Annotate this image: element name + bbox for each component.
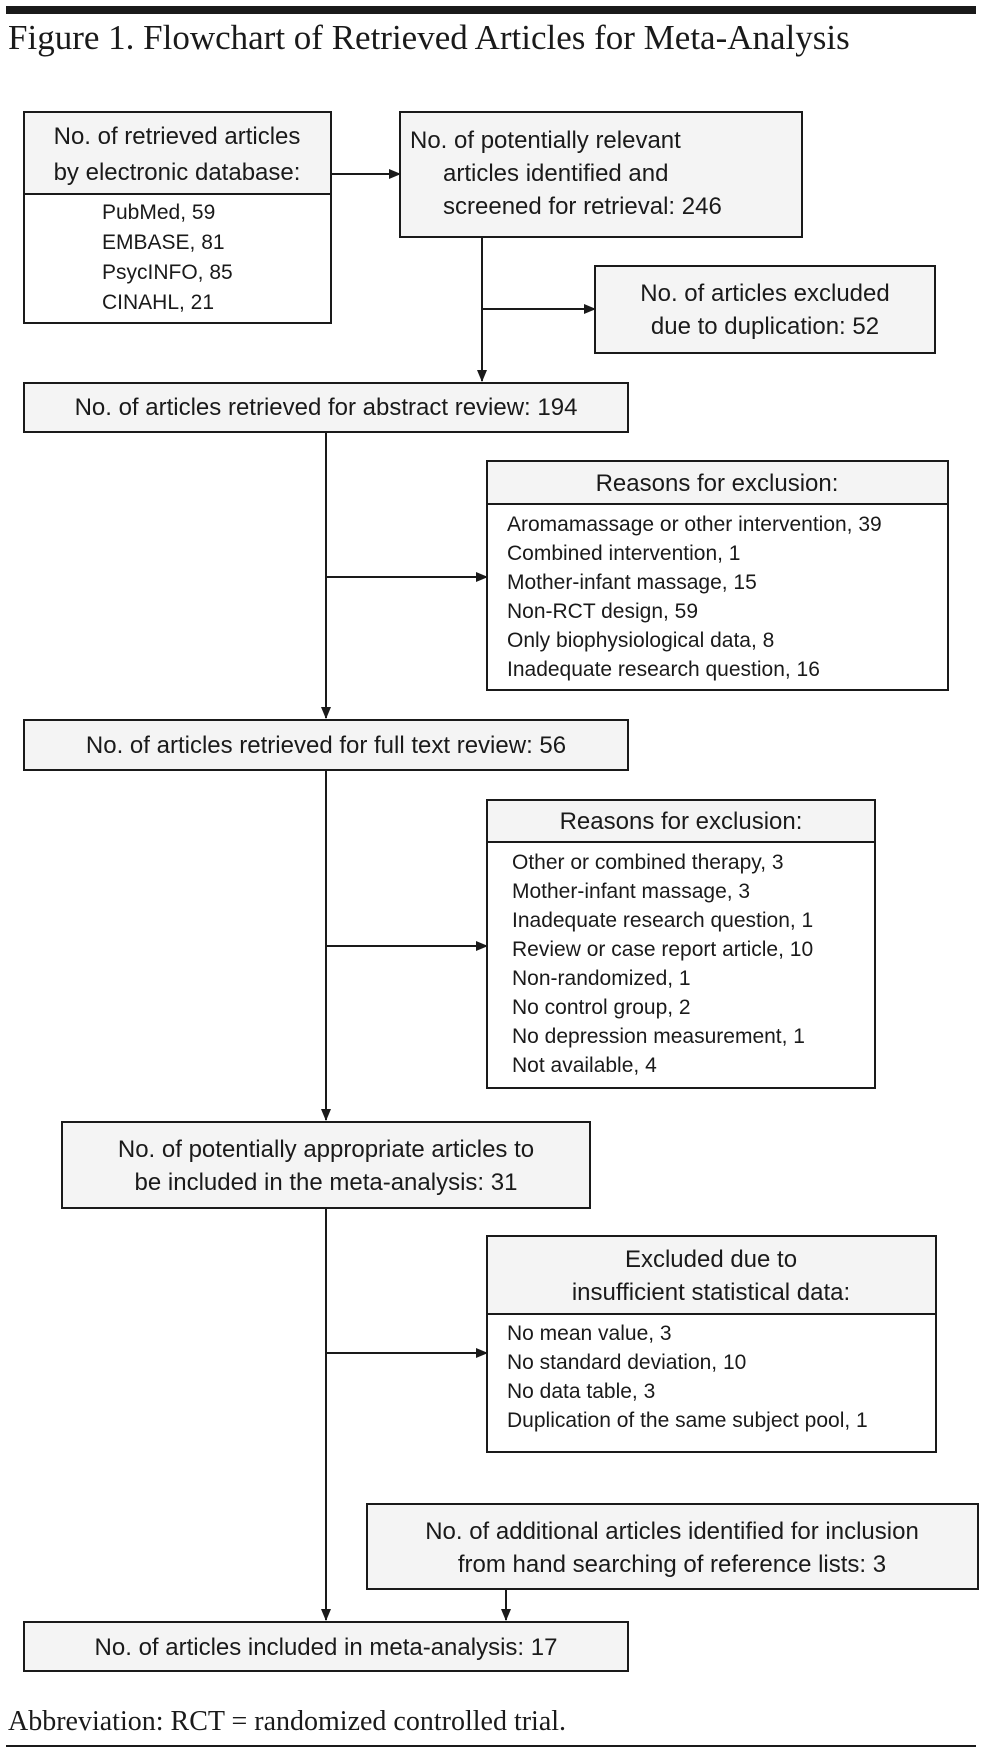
insufficient-item: No standard deviation, 10	[507, 1351, 746, 1374]
exclusion-1-item: Combined intervention, 1	[507, 542, 740, 565]
insufficient-item: No data table, 3	[507, 1380, 655, 1403]
exclusion-1-item: Non-RCT design, 59	[507, 600, 698, 623]
insufficient-data-box: Excluded due to insufficient statistical…	[486, 1235, 937, 1453]
exclusion-2-header: Reasons for exclusion:	[560, 808, 803, 835]
exclusion-2-item: Review or case report article, 10	[512, 938, 813, 961]
exclusion-2-item: Not available, 4	[512, 1054, 657, 1077]
exclusion-1-item: Mother-infant massage, 15	[507, 571, 757, 594]
retrieved-item-psycinfo: PsycINFO, 85	[102, 261, 233, 284]
exclusion-2-item: Inadequate research question, 1	[512, 909, 813, 932]
duplication-line-2: due to duplication: 52	[651, 313, 879, 340]
exclusion-1-box: Reasons for exclusion: Aromamassage or o…	[486, 460, 949, 691]
exclusion-2-item: No depression measurement, 1	[512, 1025, 805, 1048]
insufficient-header-line-2: insufficient statistical data:	[572, 1279, 850, 1306]
insufficient-item: Duplication of the same subject pool, 1	[507, 1409, 868, 1432]
connectors	[321, 169, 596, 1621]
full-text-review-label: No. of articles retrieved for full text …	[86, 732, 566, 759]
exclusion-2-item: Non-randomized, 1	[512, 967, 691, 990]
abstract-review-box: No. of articles retrieved for abstract r…	[23, 382, 629, 433]
appropriate-line-2: be included in the meta-analysis: 31	[135, 1169, 518, 1196]
exclusion-1-header: Reasons for exclusion:	[596, 470, 839, 497]
retrieved-header-line-1: No. of retrieved articles	[54, 123, 301, 150]
footnote: Abbreviation: RCT = randomized controlle…	[8, 1706, 567, 1737]
exclusion-1-item: Only biophysiological data, 8	[507, 629, 774, 652]
hand-search-line-1: No. of additional articles identified fo…	[425, 1518, 919, 1545]
duplication-box: No. of articles excluded due to duplicat…	[594, 265, 936, 354]
full-text-review-box: No. of articles retrieved for full text …	[23, 719, 629, 771]
relevant-line-2: articles identified and	[443, 160, 668, 187]
relevant-line-1: No. of potentially relevant	[410, 127, 681, 154]
included-label: No. of articles included in meta-analysi…	[95, 1634, 558, 1661]
exclusion-2-item: Mother-infant massage, 3	[512, 880, 750, 903]
included-box: No. of articles included in meta-analysi…	[23, 1621, 629, 1672]
exclusion-2-item: No control group, 2	[512, 996, 691, 1019]
top-rule	[6, 6, 976, 14]
insufficient-header-line-1: Excluded due to	[625, 1246, 797, 1273]
duplication-line-1: No. of articles excluded	[640, 280, 889, 307]
exclusion-1-item: Aromamassage or other intervention, 39	[507, 513, 882, 536]
exclusion-1-item: Inadequate research question, 16	[507, 658, 820, 681]
retrieved-header-line-2: by electronic database:	[54, 159, 301, 186]
abstract-review-label: No. of articles retrieved for abstract r…	[75, 394, 578, 421]
exclusion-2-item: Other or combined therapy, 3	[512, 851, 784, 874]
appropriate-line-1: No. of potentially appropriate articles …	[118, 1136, 534, 1163]
exclusion-2-box: Reasons for exclusion: Other or combined…	[486, 799, 876, 1089]
retrieved-item-embase: EMBASE, 81	[102, 231, 225, 254]
bottom-rule	[6, 1745, 976, 1747]
retrieved-item-pubmed: PubMed, 59	[102, 201, 215, 224]
hand-search-line-2: from hand searching of reference lists: …	[458, 1551, 886, 1578]
figure-title: Figure 1. Flowchart of Retrieved Article…	[8, 18, 850, 57]
hand-search-box: No. of additional articles identified fo…	[366, 1503, 979, 1590]
potentially-appropriate-box: No. of potentially appropriate articles …	[61, 1121, 591, 1209]
insufficient-item: No mean value, 3	[507, 1322, 672, 1345]
retrieved-box: No. of retrieved articles by electronic …	[23, 111, 332, 324]
retrieved-item-cinahl: CINAHL, 21	[102, 291, 214, 314]
potentially-relevant-box: No. of potentially relevant articles ide…	[399, 111, 803, 238]
relevant-line-3: screened for retrieval: 246	[443, 193, 722, 220]
